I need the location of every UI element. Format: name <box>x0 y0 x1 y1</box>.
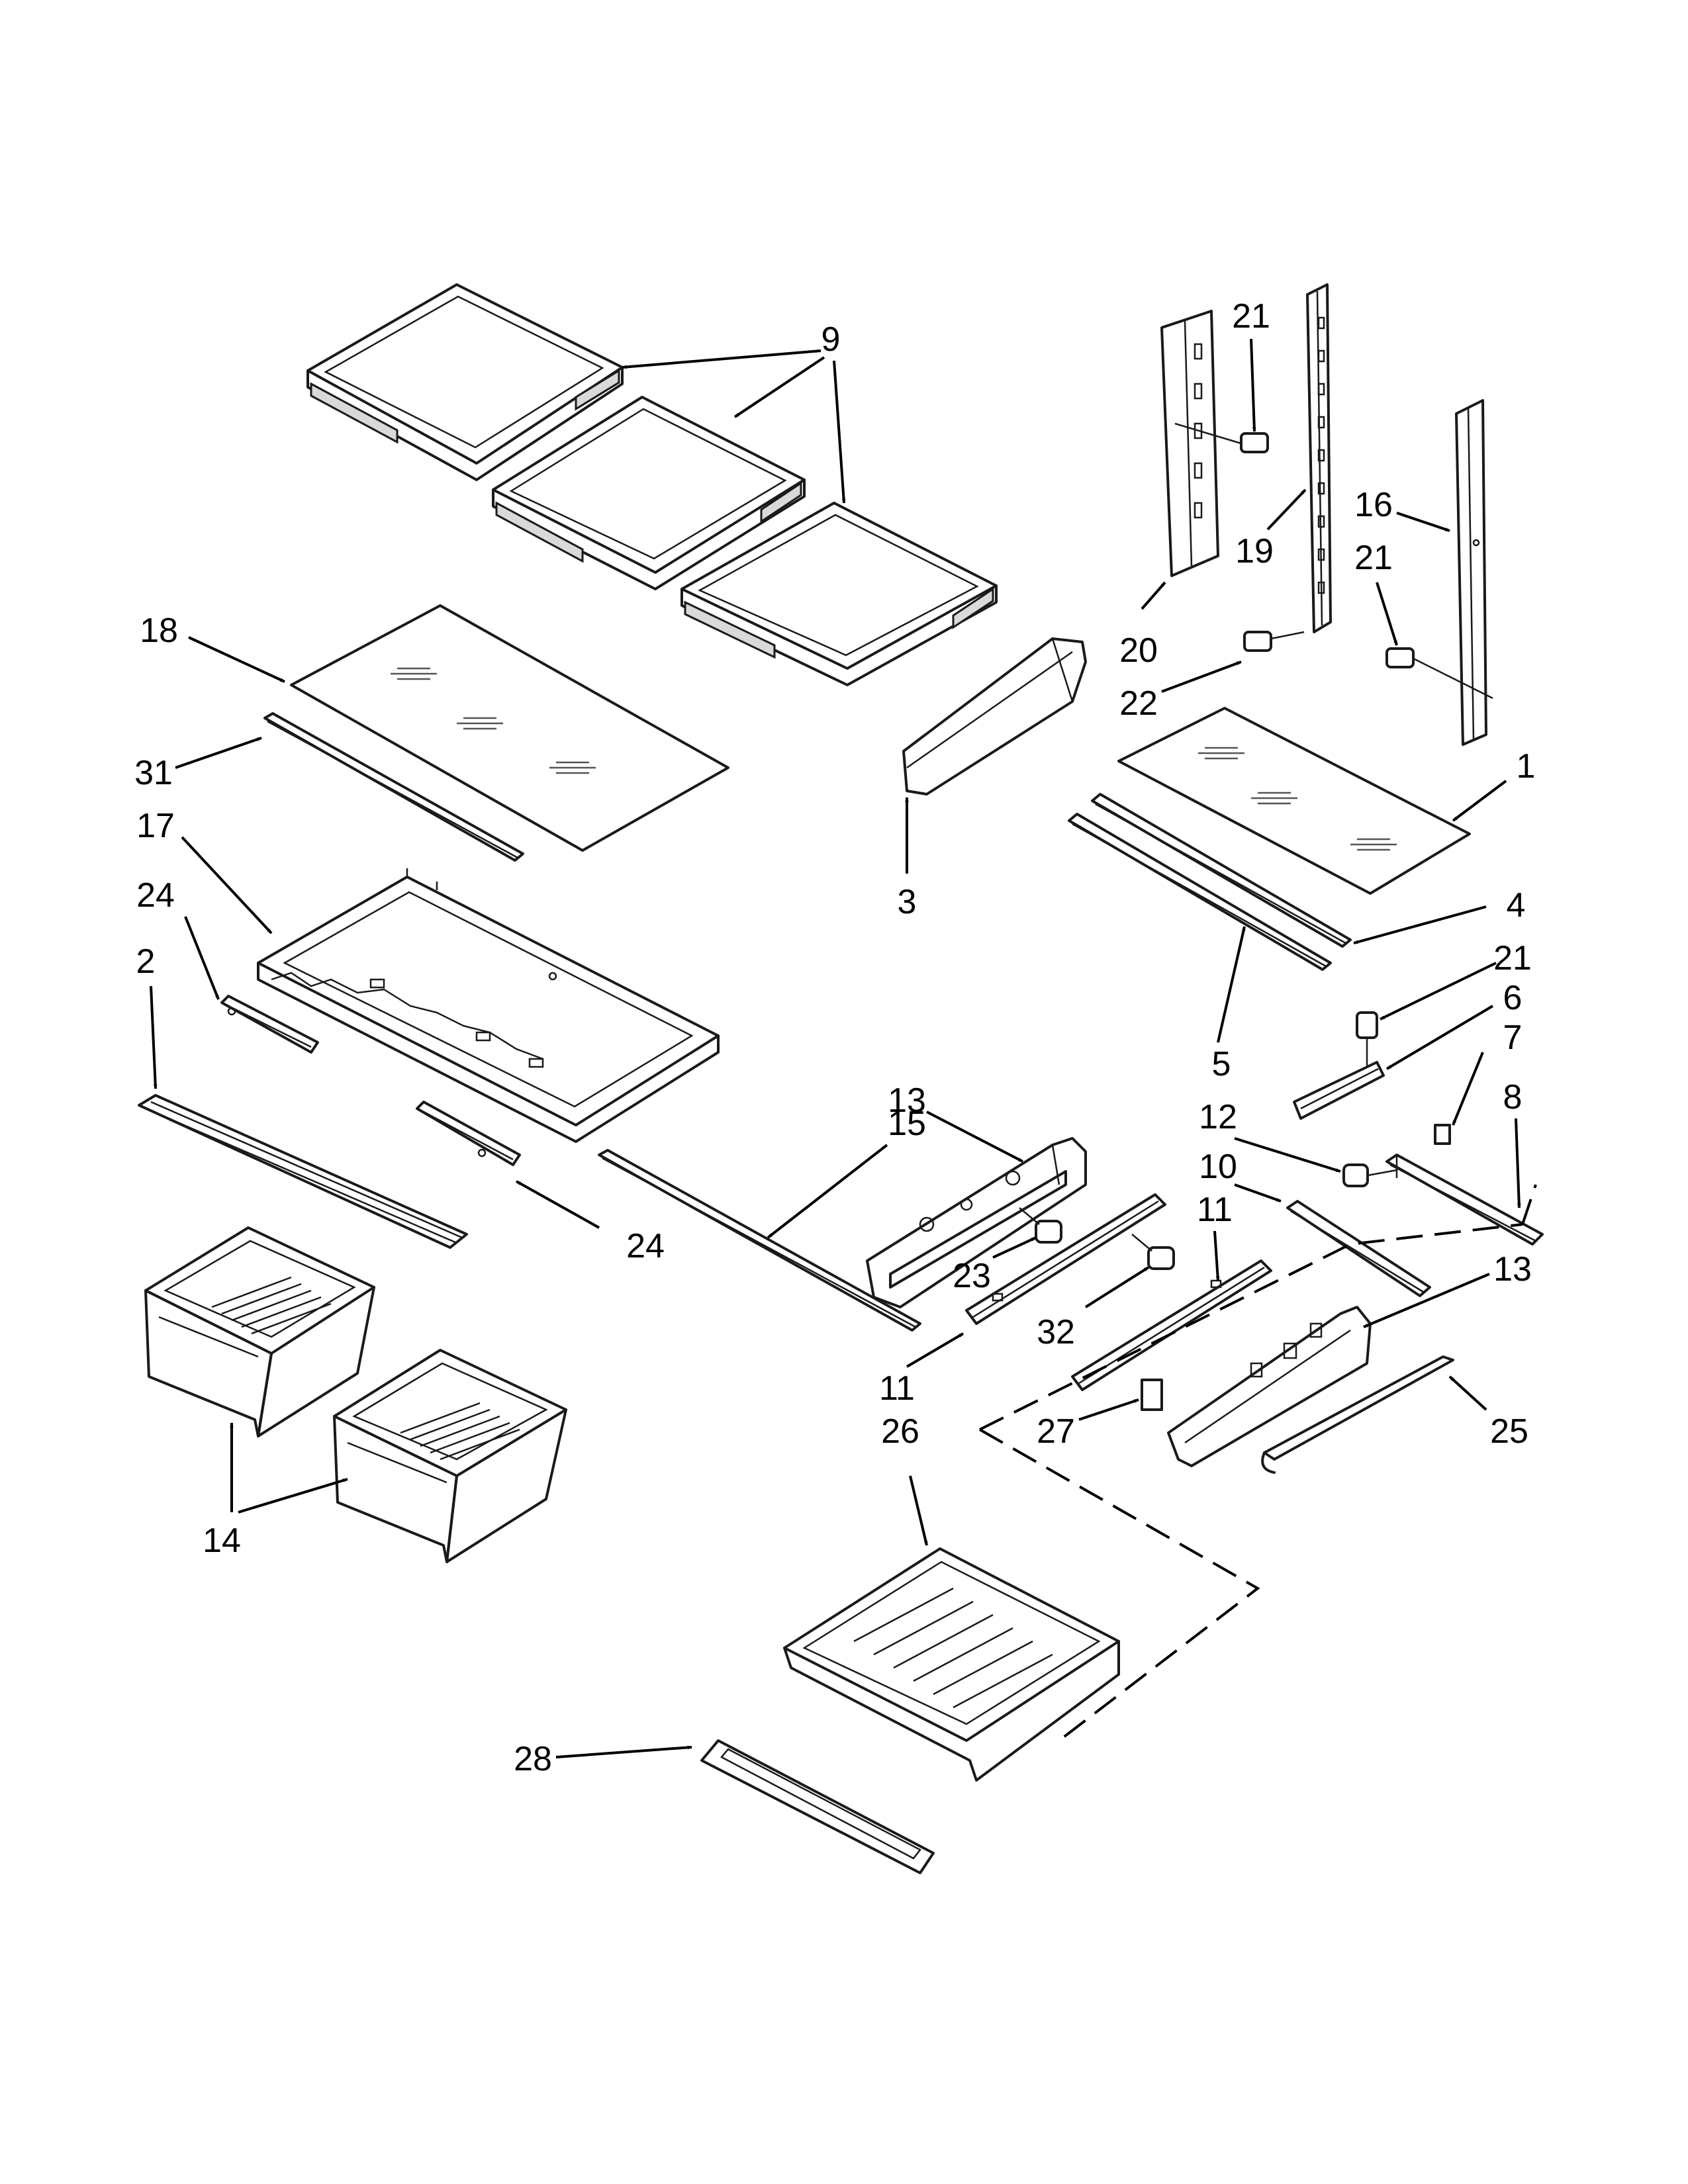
long-trim-part-2 <box>138 1094 468 1249</box>
callout-2: 2 <box>136 942 156 981</box>
drawer-housing-part-13-a <box>866 1137 1087 1308</box>
callout-18: 18 <box>140 612 178 650</box>
glass-shelf-part-1 <box>1117 707 1471 895</box>
screw-part-21-b <box>1385 647 1493 700</box>
screw-part-12 <box>1342 1163 1397 1187</box>
screw-part-32 <box>1131 1234 1175 1270</box>
vertical-bracket-part-16 <box>1455 399 1487 746</box>
callout-13: 13 <box>1493 1250 1532 1289</box>
callout-31: 31 <box>134 754 173 792</box>
vertical-track-part-19 <box>1306 283 1332 633</box>
callout-10: 10 <box>1199 1148 1237 1186</box>
clip-part-7 <box>1434 1124 1451 1145</box>
callout-24: 24 <box>626 1227 665 1265</box>
callout-21: 21 <box>1493 939 1532 978</box>
callout-21: 21 <box>1354 539 1393 577</box>
rod-part-15 <box>598 1149 921 1332</box>
callout-8: 8 <box>1503 1078 1523 1116</box>
callout-12: 12 <box>1199 1098 1237 1136</box>
rail-part-3 <box>902 637 1087 796</box>
callout-3: 3 <box>898 883 917 921</box>
slide-track-part-11-a <box>965 1193 1166 1325</box>
slide-track-part-11-b <box>1071 1259 1272 1391</box>
callout-28: 28 <box>514 1740 552 1778</box>
crisper-drawer-part-14-a <box>144 1226 375 1437</box>
callout-13: 13 <box>888 1081 926 1120</box>
callout-27: 27 <box>1037 1412 1075 1451</box>
callout-6: 6 <box>1503 979 1523 1017</box>
drawer-trim-part-28 <box>700 1739 935 1874</box>
callout-22: 22 <box>1119 684 1158 723</box>
slide-rail-part-10 <box>1286 1200 1431 1297</box>
callout-20: 20 <box>1119 631 1158 670</box>
bracket-part-24-a <box>220 995 319 1054</box>
callout-16: 16 <box>1354 486 1393 524</box>
handle-rod-part-25 <box>1261 1355 1454 1474</box>
assembly-dashed-lines <box>979 1184 1537 1742</box>
callout-11: 11 <box>1197 1191 1233 1229</box>
callout-7: 7 <box>1503 1019 1523 1057</box>
callout-32: 32 <box>1037 1313 1075 1351</box>
leader-lines <box>150 338 1521 1758</box>
clip-part-27 <box>1141 1379 1163 1411</box>
callout-21: 21 <box>1232 297 1270 336</box>
crisper-drawer-part-14-b <box>333 1349 567 1563</box>
trim-strip-part-5 <box>1068 813 1332 971</box>
callout-19: 19 <box>1235 532 1274 570</box>
callout-labels: 9 21 19 16 21 20 22 18 31 17 24 2 3 1 4 … <box>134 297 1535 1778</box>
shelf-frame-part-9-b <box>492 396 806 590</box>
screw-part-21-c <box>1356 1011 1378 1066</box>
callout-17: 17 <box>136 807 175 845</box>
vertical-bracket-part-20 <box>1160 310 1219 577</box>
slide-out-shelf-frame-part-17 <box>257 868 720 1143</box>
callout-4: 4 <box>1507 886 1526 925</box>
pantry-drawer-part-26 <box>783 1547 1120 1782</box>
glass-shelf-part-18 <box>290 604 729 852</box>
callout-15: 15 <box>888 1105 926 1143</box>
drawer-housing-part-13-b <box>1167 1306 1372 1467</box>
bracket-part-24-b <box>416 1101 521 1166</box>
trim-strip-part-31 <box>263 712 524 862</box>
callout-26: 26 <box>881 1412 919 1451</box>
trim-strip-part-4 <box>1091 793 1352 948</box>
callout-11: 11 <box>879 1369 915 1408</box>
shelf-frame-part-9-a <box>306 283 624 481</box>
screw-part-23 <box>1019 1207 1062 1244</box>
slide-rail-part-8 <box>1385 1154 1544 1246</box>
screw-part-21-a <box>1174 422 1269 453</box>
callout-25: 25 <box>1490 1412 1528 1451</box>
callout-24: 24 <box>136 876 175 915</box>
callout-5: 5 <box>1212 1045 1231 1083</box>
callout-1: 1 <box>1517 747 1536 786</box>
callout-23: 23 <box>953 1257 991 1295</box>
bracket-part-6 <box>1293 1061 1385 1120</box>
screw-part-22 <box>1243 631 1305 652</box>
callout-14: 14 <box>203 1522 241 1560</box>
shelf-frame-part-9-c <box>680 502 998 686</box>
callout-9: 9 <box>821 320 841 359</box>
